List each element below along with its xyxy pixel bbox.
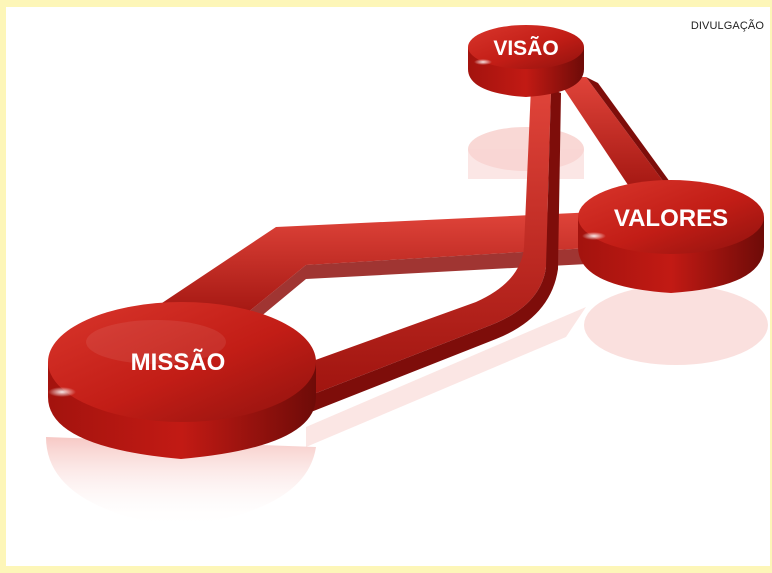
- bar-reflection: [306, 307, 586, 447]
- valores-highlight: [582, 232, 606, 240]
- valores-label: VALORES: [614, 205, 728, 232]
- connector-visao-missao: [296, 87, 561, 412]
- mvv-diagram: MISSÃO VALORES VISÃO: [46, 25, 768, 527]
- missao-reflection: [46, 437, 316, 527]
- diagram-canvas: MISSÃO VALORES VISÃO DIVULGAÇÃO: [6, 7, 770, 566]
- missao-label: MISSÃO: [131, 348, 226, 376]
- visao-highlight: [474, 59, 492, 65]
- visao-reflection-side: [468, 149, 584, 179]
- node-valores: VALORES: [578, 180, 764, 293]
- connector-visao-valores: [556, 77, 678, 197]
- missao-highlight: [48, 387, 76, 397]
- node-visao: VISÃO: [468, 25, 584, 97]
- reflections: [46, 127, 768, 527]
- node-missao: MISSÃO: [48, 302, 316, 459]
- visao-label: VISÃO: [493, 37, 558, 60]
- photo-credit: DIVULGAÇÃO: [690, 20, 764, 32]
- valores-reflection: [584, 285, 768, 365]
